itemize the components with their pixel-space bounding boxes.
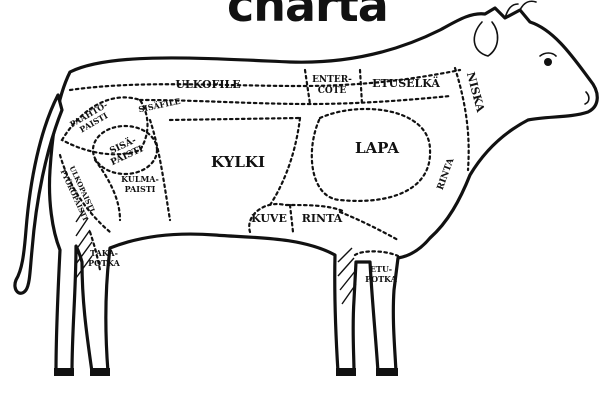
hoof	[90, 368, 110, 376]
hoof	[54, 368, 74, 376]
label-kylki: KYLKI	[211, 153, 265, 171]
label-takapotka-2: POTKA	[88, 258, 121, 268]
label-kulmapaisti-1: KULMA-	[121, 174, 159, 184]
label-ulkofile: ULKOFILE	[175, 78, 240, 91]
label-entercote-2: COTE	[318, 86, 347, 96]
hoof	[376, 368, 398, 376]
label-entercote-1: ENTER-	[312, 75, 352, 85]
label-takapotka-1: TAKA-	[90, 248, 118, 258]
hoof	[336, 368, 356, 376]
label-lapa: LAPA	[355, 139, 399, 157]
label-kuve: KUVE	[251, 212, 287, 225]
eye	[544, 58, 552, 66]
diagram-title: charta	[227, 0, 388, 32]
horn-right	[520, 1, 536, 10]
label-etuselka: ETUSELKÄ	[372, 76, 440, 90]
label-kulmapaisti-2: PAISTI	[125, 184, 156, 194]
label-etupotka-2: POTKA	[365, 274, 398, 284]
label-etupotka-1: ETU-	[370, 264, 392, 274]
label-rinta: RINTA	[302, 212, 343, 225]
